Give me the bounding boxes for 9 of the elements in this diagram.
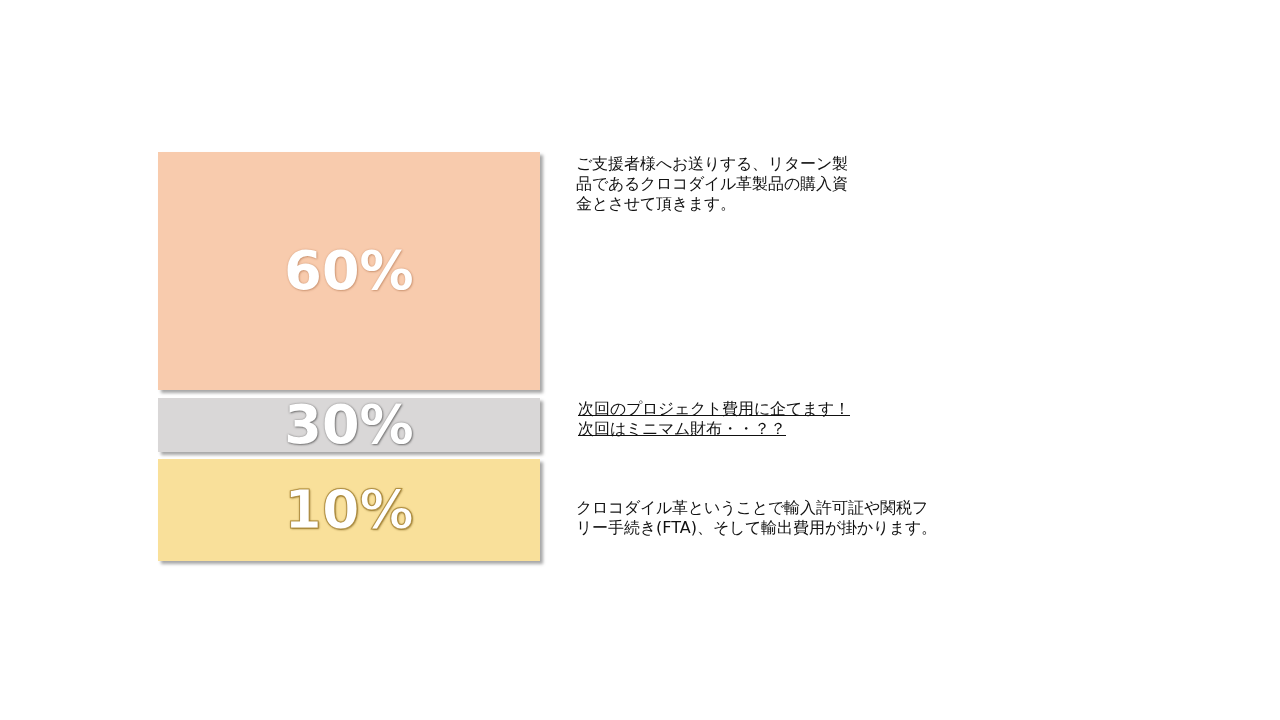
description-text: 次回のプロジェクト費用に企てます！次回はミニマム財布・・？？: [578, 399, 851, 439]
description-text: ご支援者様へお送りする、リターン製品であるクロコダイル革製品の購入資金とさせて頂きます。: [576, 154, 849, 214]
percent-segment: [158, 398, 540, 452]
percent-label: 30%: [284, 398, 414, 452]
percent-segment: [158, 459, 540, 561]
percent-label: 60%: [284, 244, 414, 298]
percent-segment: [158, 152, 540, 390]
percent-label: 10%: [284, 483, 414, 537]
description-text: クロコダイル革ということで輸入許可証や関税フリー手続き(FTA)、そして輸出費用が掛かります。: [576, 498, 938, 538]
